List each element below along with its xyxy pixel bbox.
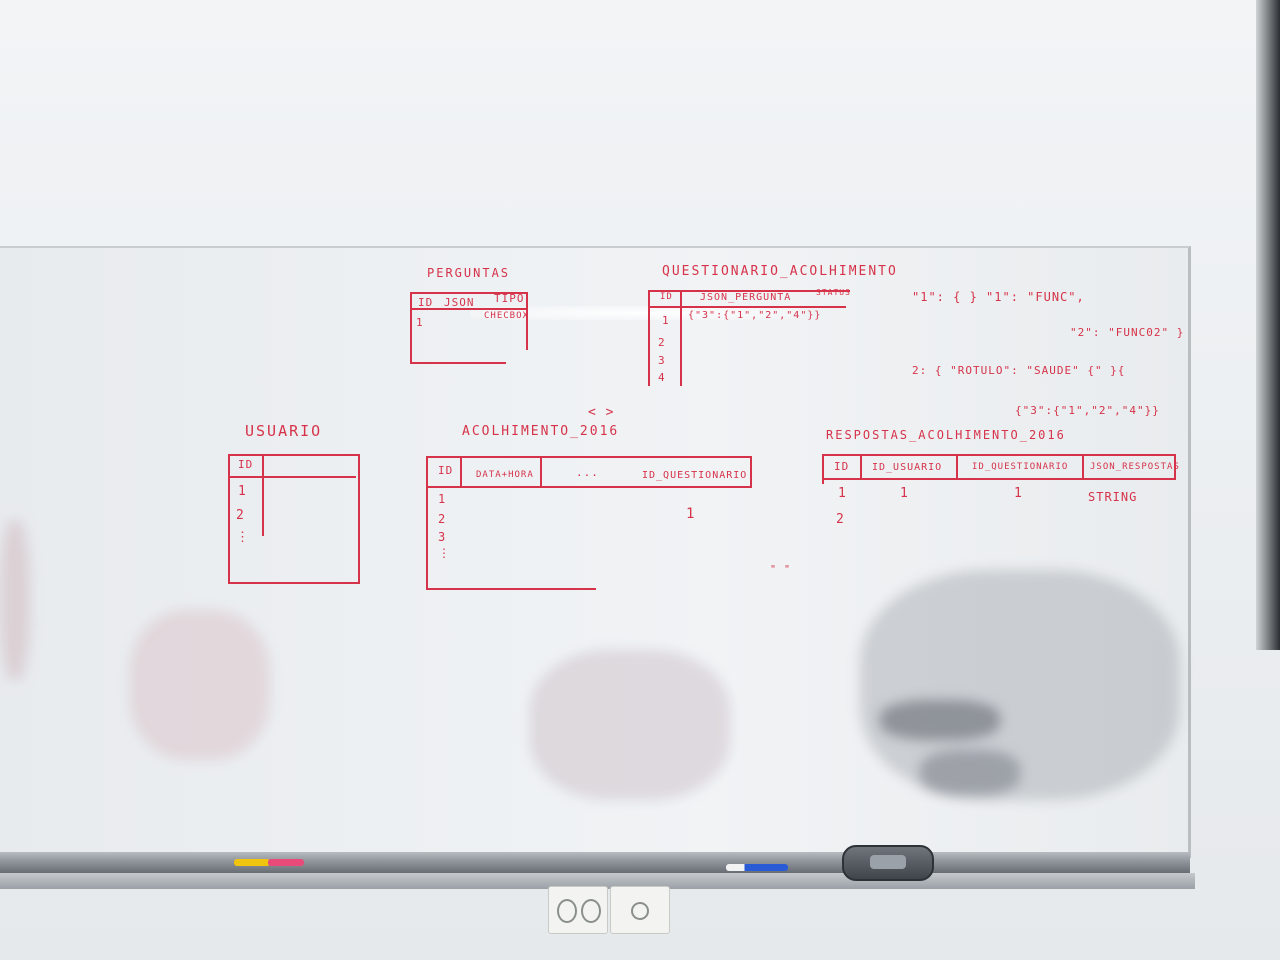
- questionario-header-status: STATUS: [816, 288, 851, 297]
- json-note-line2: "2": "FUNC02" }: [1070, 326, 1185, 339]
- questionario-row-2: 2: [658, 336, 666, 349]
- acolhimento-row-more: ⋮: [438, 546, 451, 560]
- table-rule: [460, 458, 462, 486]
- acolhimento-row-3: 3: [438, 530, 447, 544]
- json-note-line1: "1": { } "1": "FUNC",: [912, 290, 1085, 304]
- acolhimento-header-idquestionario: ID_QUESTIONARIO: [642, 470, 748, 481]
- acolhimento-brackets: < >: [588, 405, 615, 420]
- table-rule: [262, 456, 264, 536]
- eraser-smudge: [920, 750, 1020, 795]
- table-rule: [750, 456, 752, 488]
- table-rule: [428, 486, 752, 488]
- perguntas-cell-id: 1: [416, 316, 424, 329]
- usuario-row-more: ⋮: [236, 530, 250, 545]
- questionario-row-3: 3: [658, 354, 666, 367]
- usuario-row-2: 2: [236, 508, 245, 523]
- questionario-header-id: ID: [660, 292, 673, 302]
- respostas-cell-json: STRING: [1088, 490, 1138, 504]
- json-note-line3: 2: { "ROTULO": "SAUDE" {" }{: [912, 364, 1126, 377]
- stray-quote-marks: " ": [770, 564, 792, 575]
- perguntas-header-json: JSON: [444, 296, 475, 309]
- respostas-row-1: 1: [838, 486, 847, 501]
- table-rule: [526, 292, 528, 350]
- perguntas-header-tipo: TIPO: [494, 292, 525, 305]
- questionario-row-4: 4: [658, 371, 666, 384]
- acolhimento-header-ellipsis: ...: [576, 466, 599, 479]
- respostas-header-idusuario: ID_USUARIO: [872, 462, 943, 473]
- wall-outlet-double: [548, 886, 608, 934]
- whiteboard-eraser[interactable]: [842, 845, 934, 881]
- table-rule: [824, 478, 1176, 480]
- acolhimento-header-datahora: DATA+HORA: [476, 470, 534, 480]
- perguntas-title: PERGUNTAS: [427, 266, 511, 280]
- respostas-header-id: ID: [834, 460, 850, 473]
- outlet-socket: [581, 899, 601, 923]
- outlet-switch-knob: [631, 902, 649, 920]
- acolhimento-title: ACOLHIMENTO_2016: [462, 424, 620, 439]
- table-rule: [540, 458, 542, 486]
- respostas-cell-idquestionario: 1: [1014, 486, 1023, 501]
- table-rule: [648, 290, 850, 292]
- respostas-cell-idusuario: 1: [900, 486, 909, 501]
- outlet-socket: [557, 899, 577, 923]
- questionario-title: QUESTIONARIO_ACOLHIMENTO: [662, 264, 898, 279]
- eraser-smudge: [860, 570, 1180, 800]
- marker-yellow[interactable]: [234, 859, 270, 866]
- wall-edge: [1256, 0, 1280, 650]
- questionario-row-1: 1: [662, 314, 670, 327]
- perguntas-header-id: ID: [418, 296, 434, 309]
- questionario-json-value: {"3":{"1","2","4"}}: [688, 310, 822, 321]
- whiteboard: [0, 246, 1191, 858]
- usuario-table: [228, 454, 360, 584]
- eraser-smudge: [880, 700, 1000, 740]
- marker-pink[interactable]: [268, 859, 304, 866]
- acolhimento-row-1: 1: [438, 492, 447, 506]
- table-rule: [410, 362, 506, 364]
- eraser-smudge: [530, 650, 730, 800]
- table-rule: [822, 454, 1176, 456]
- respostas-title: RESPOSTAS_ACOLHIMENTO_2016: [826, 428, 1066, 442]
- eraser-smudge: [130, 610, 270, 760]
- usuario-title: USUARIO: [245, 422, 323, 440]
- marker-blue[interactable]: [726, 864, 788, 871]
- usuario-row-1: 1: [238, 484, 247, 499]
- json-note-line4: {"3":{"1","2","4"}}: [1015, 404, 1160, 417]
- table-rule: [426, 456, 752, 458]
- table-rule: [680, 290, 682, 386]
- acolhimento-cell-value: 1: [686, 506, 696, 522]
- table-rule: [650, 306, 846, 308]
- questionario-header-json: JSON_PERGUNTA: [700, 292, 792, 303]
- table-rule: [648, 290, 650, 386]
- table-rule: [1082, 456, 1084, 480]
- acolhimento-row-2: 2: [438, 512, 447, 526]
- respostas-header-idquestionario: ID_QUESTIONARIO: [972, 462, 1069, 472]
- table-rule: [1174, 456, 1176, 480]
- wall-outlet-switch: [610, 886, 670, 934]
- usuario-header-id: ID: [238, 458, 254, 471]
- table-rule: [822, 454, 824, 484]
- table-rule: [412, 308, 528, 310]
- perguntas-cell-tipo: CHECBOX: [484, 311, 529, 321]
- light-glare: [470, 306, 800, 320]
- acolhimento-header-id: ID: [438, 464, 454, 477]
- table-rule: [410, 292, 528, 294]
- table-rule: [860, 456, 862, 480]
- respostas-header-jsonrespostas: JSON_RESPOSTAS: [1090, 462, 1180, 472]
- eraser-smudge: [0, 520, 30, 680]
- respostas-row-2: 2: [836, 512, 845, 527]
- table-rule: [426, 588, 596, 590]
- table-rule: [230, 476, 356, 478]
- table-rule: [956, 456, 958, 480]
- table-rule: [426, 456, 428, 588]
- table-rule: [410, 292, 412, 362]
